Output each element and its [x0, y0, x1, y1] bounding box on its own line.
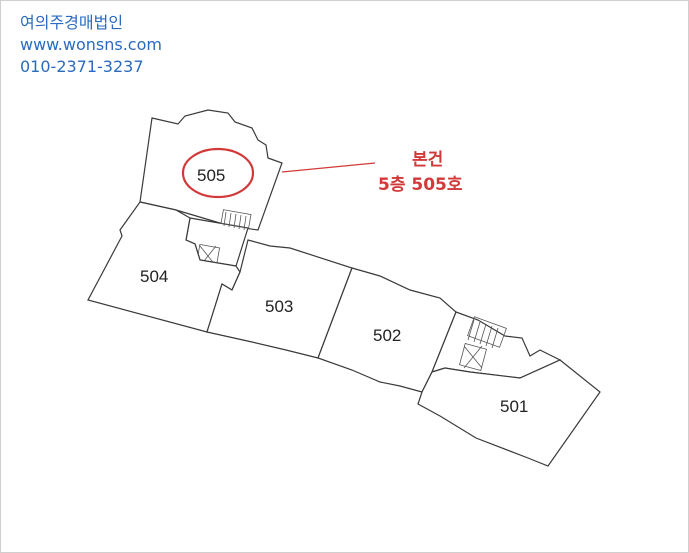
company-name: 여의주경매법인	[20, 13, 124, 32]
unit-503-label: 503	[265, 297, 293, 316]
stair-icon-right	[467, 316, 507, 349]
company-website[interactable]: www.wonsns.com	[20, 35, 162, 54]
unit-505-highlight-circle	[181, 147, 255, 199]
company-header: 여의주경매법인 www.wonsns.com 010-2371-3237	[20, 12, 162, 78]
callout-unit: 5층 505호	[378, 175, 463, 195]
unit-503-outline	[206, 239, 353, 359]
callout-leader-line	[281, 162, 376, 173]
unit-505-outline	[139, 109, 283, 231]
company-phone: 010-2371-3237	[20, 57, 144, 76]
unit-501-label: 501	[500, 397, 528, 416]
unit-505-label: 505	[197, 166, 225, 185]
unit-504-label: 504	[140, 267, 168, 286]
unit-501-outline	[417, 359, 601, 467]
callout-title: 본건	[412, 150, 443, 170]
unit-502-label: 502	[373, 326, 401, 345]
elevator-icon-right	[459, 343, 487, 371]
stair-icon-top	[220, 209, 252, 231]
